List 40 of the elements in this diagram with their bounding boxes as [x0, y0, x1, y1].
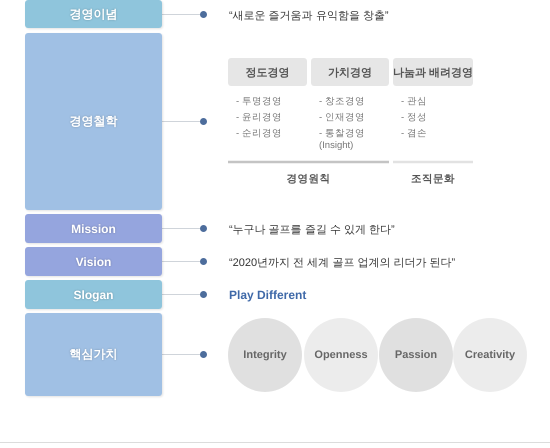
- value-circle: Creativity: [453, 318, 527, 392]
- bullet-dot: [200, 11, 207, 18]
- connector-line: [162, 261, 200, 262]
- list-item: - 관심: [401, 96, 428, 108]
- list-item: - 윤리경영: [236, 112, 283, 124]
- bullet-dot: [200, 118, 207, 125]
- category-box: 핵심가치: [25, 313, 162, 396]
- value-circle: Passion: [379, 318, 453, 392]
- quote-text: “새로운 즐거움과 유익함을 창출”: [229, 8, 388, 22]
- bullet-dot: [200, 258, 207, 265]
- connector-line: [162, 121, 200, 122]
- header-box: 나눔과 배려경영: [393, 58, 473, 86]
- category-box: 경영철학: [25, 33, 162, 210]
- list-item: - 인재경영: [319, 112, 366, 124]
- category-box: 경영이념: [25, 0, 162, 28]
- connector-line: [162, 294, 200, 295]
- category-box: Slogan: [25, 280, 162, 309]
- slogan-text: Play Different: [229, 288, 306, 302]
- connector-line: [162, 14, 200, 15]
- value-circle: Integrity: [228, 318, 302, 392]
- header-box: 정도경영: [228, 58, 307, 86]
- connector-line: [162, 354, 200, 355]
- category-box: Mission: [25, 214, 162, 243]
- bullet-dot: [200, 351, 207, 358]
- list-item: - 겸손: [401, 128, 428, 140]
- list-item: - 통찰경영 (Insight): [319, 128, 366, 152]
- list-item: - 정성: [401, 112, 428, 124]
- group-label: 경영원칙: [286, 172, 332, 186]
- bullet-dot: [200, 225, 207, 232]
- list-item: - 투명경영: [236, 96, 283, 108]
- quote-text: “누구나 골프를 즐길 수 있게 한다”: [229, 222, 395, 236]
- list-item: - 순리경영: [236, 128, 283, 140]
- header-box: 가치경영: [311, 58, 389, 86]
- group-label: 조직문화: [410, 172, 456, 186]
- list-item: - 창조경영: [319, 96, 366, 108]
- value-circle: Openness: [304, 318, 378, 392]
- connector-line: [162, 228, 200, 229]
- bullet-dot: [200, 291, 207, 298]
- quote-text: “2020년까지 전 세계 골프 업계의 리더가 된다”: [229, 256, 456, 270]
- category-box: Vision: [25, 247, 162, 276]
